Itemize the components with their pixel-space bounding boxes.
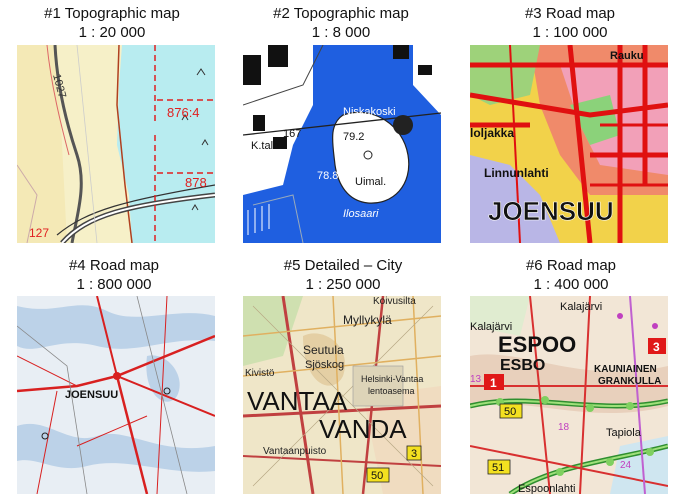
map-5-place-e: Vantaanpuisto [263, 446, 327, 457]
map-1-height-b: 878 [185, 175, 207, 190]
map-6-road-c: 50 [504, 406, 516, 418]
map-5-title: #5 Detailed – City [283, 257, 403, 274]
map-6-city-a: ESPOO [498, 332, 576, 357]
map-6-place-c: KAUNIAINEN [594, 364, 657, 375]
map-2-topographic: Niskakoski 167 K.talo 79.2 78.8 Uimal. I… [243, 45, 441, 243]
map-4-image: JOENSUU [17, 296, 215, 494]
map-1-panel: #1 Topographic map 1 : 20 000 [7, 4, 217, 42]
map-2-num-a: 167 [283, 128, 301, 140]
map-2-image: Niskakoski 167 K.talo 79.2 78.8 Uimal. I… [243, 45, 441, 243]
map-6-place-a: Kalajärvi [470, 321, 512, 333]
map-5-place-b: Seutula [303, 343, 344, 357]
map-3-title: #3 Road map [524, 5, 616, 22]
map-5-place-c: Sjöskog [305, 359, 344, 371]
map-2-num-c: 78.8 [317, 170, 338, 182]
map-4-panel: #4 Road map 1 : 800 000 [9, 256, 219, 294]
map-6-place-d: GRANKULLA [598, 376, 661, 387]
map-3-scale: 1 : 100 000 [532, 24, 608, 41]
map-5-top-label: Koivusilta [373, 296, 416, 307]
map-1-height-c: 127 [29, 226, 49, 240]
map-6-road-f: 24 [620, 460, 632, 471]
map-2-num-b: 79.2 [343, 131, 364, 143]
map-6-scale: 1 : 400 000 [533, 276, 609, 293]
map-3-city: JOENSUU [488, 196, 614, 226]
map-1-height-a: 876:4 [167, 105, 200, 120]
map-6-city-b: ESBO [500, 357, 545, 374]
map-5-road-b: 3 [411, 448, 417, 460]
map-5-airport-a: Helsinki-Vantaa [361, 374, 423, 384]
map-6-road: Kalajärvi Kalajärvi ESPOO ESBO KAUNIAINE… [470, 296, 668, 494]
map-3-top-label: Rauku [610, 50, 644, 62]
map-4-scale: 1 : 800 000 [76, 276, 152, 293]
map-2-building: K.talo [251, 140, 279, 152]
map-5-road-a: 50 [371, 470, 383, 482]
map-3-place-a: loljakka [470, 126, 514, 140]
map-2-islet: Ilosaari [343, 208, 379, 220]
map-1-scale: 1 : 20 000 [78, 24, 146, 41]
map-1-image: 1027 876:4 878 127 [17, 45, 215, 243]
map-3-panel: #3 Road map 1 : 100 000 [465, 4, 675, 42]
map-6-panel: #6 Road map 1 : 400 000 [466, 256, 676, 294]
map-2-title: #2 Topographic map [273, 5, 409, 22]
map-6-place-e: Tapiola [606, 427, 642, 439]
map-6-road-b: 3 [653, 340, 660, 354]
map-6-road-a: 1 [490, 376, 497, 390]
map-5-panel: #5 Detailed – City 1 : 250 000 [238, 256, 448, 294]
map-5-image: Koivusilta Myllykylä Seutula Sjöskog Kiv… [243, 296, 441, 494]
map-2-island: Uimal. [355, 176, 386, 188]
map-6-image: Kalajärvi Kalajärvi ESPOO ESBO KAUNIAINE… [470, 296, 668, 494]
map-4-title: #4 Road map [68, 257, 160, 274]
map-2-panel: #2 Topographic map 1 : 8 000 [236, 4, 446, 42]
map-6-title: #6 Road map [525, 257, 617, 274]
map-4-road: JOENSUU [17, 296, 215, 494]
map-5-detailed-city: Koivusilta Myllykylä Seutula Sjöskog Kiv… [243, 296, 441, 494]
map-1-topographic: 1027 876:4 878 127 [17, 45, 215, 243]
map-6-road-e: 18 [558, 422, 570, 433]
map-3-place-b: Linnunlahti [484, 166, 549, 180]
map-5-scale: 1 : 250 000 [305, 276, 381, 293]
map-6-road-g: 13 [470, 374, 482, 385]
map-5-place-d: Kivistö [245, 368, 275, 379]
map-5-place-a: Myllykylä [343, 313, 392, 327]
map-6-place-f: Espoonlahti [518, 483, 576, 494]
map-6-place-b: Kalajärvi [560, 301, 602, 313]
map-5-city-b: VANDA [319, 414, 407, 444]
map-5-city-a: VANTAA [247, 386, 348, 416]
map-2-scale: 1 : 8 000 [311, 24, 371, 41]
map-2-place-top: Niskakoski [343, 106, 396, 118]
map-4-city: JOENSUU [65, 389, 118, 401]
map-6-road-d: 51 [492, 462, 504, 474]
map-3-road: Rauku loljakka Linnunlahti JOENSUU [470, 45, 668, 243]
map-5-airport-b: lentoasema [368, 386, 415, 396]
map-3-image: Rauku loljakka Linnunlahti JOENSUU [470, 45, 668, 243]
map-1-title: #1 Topographic map [44, 5, 180, 22]
